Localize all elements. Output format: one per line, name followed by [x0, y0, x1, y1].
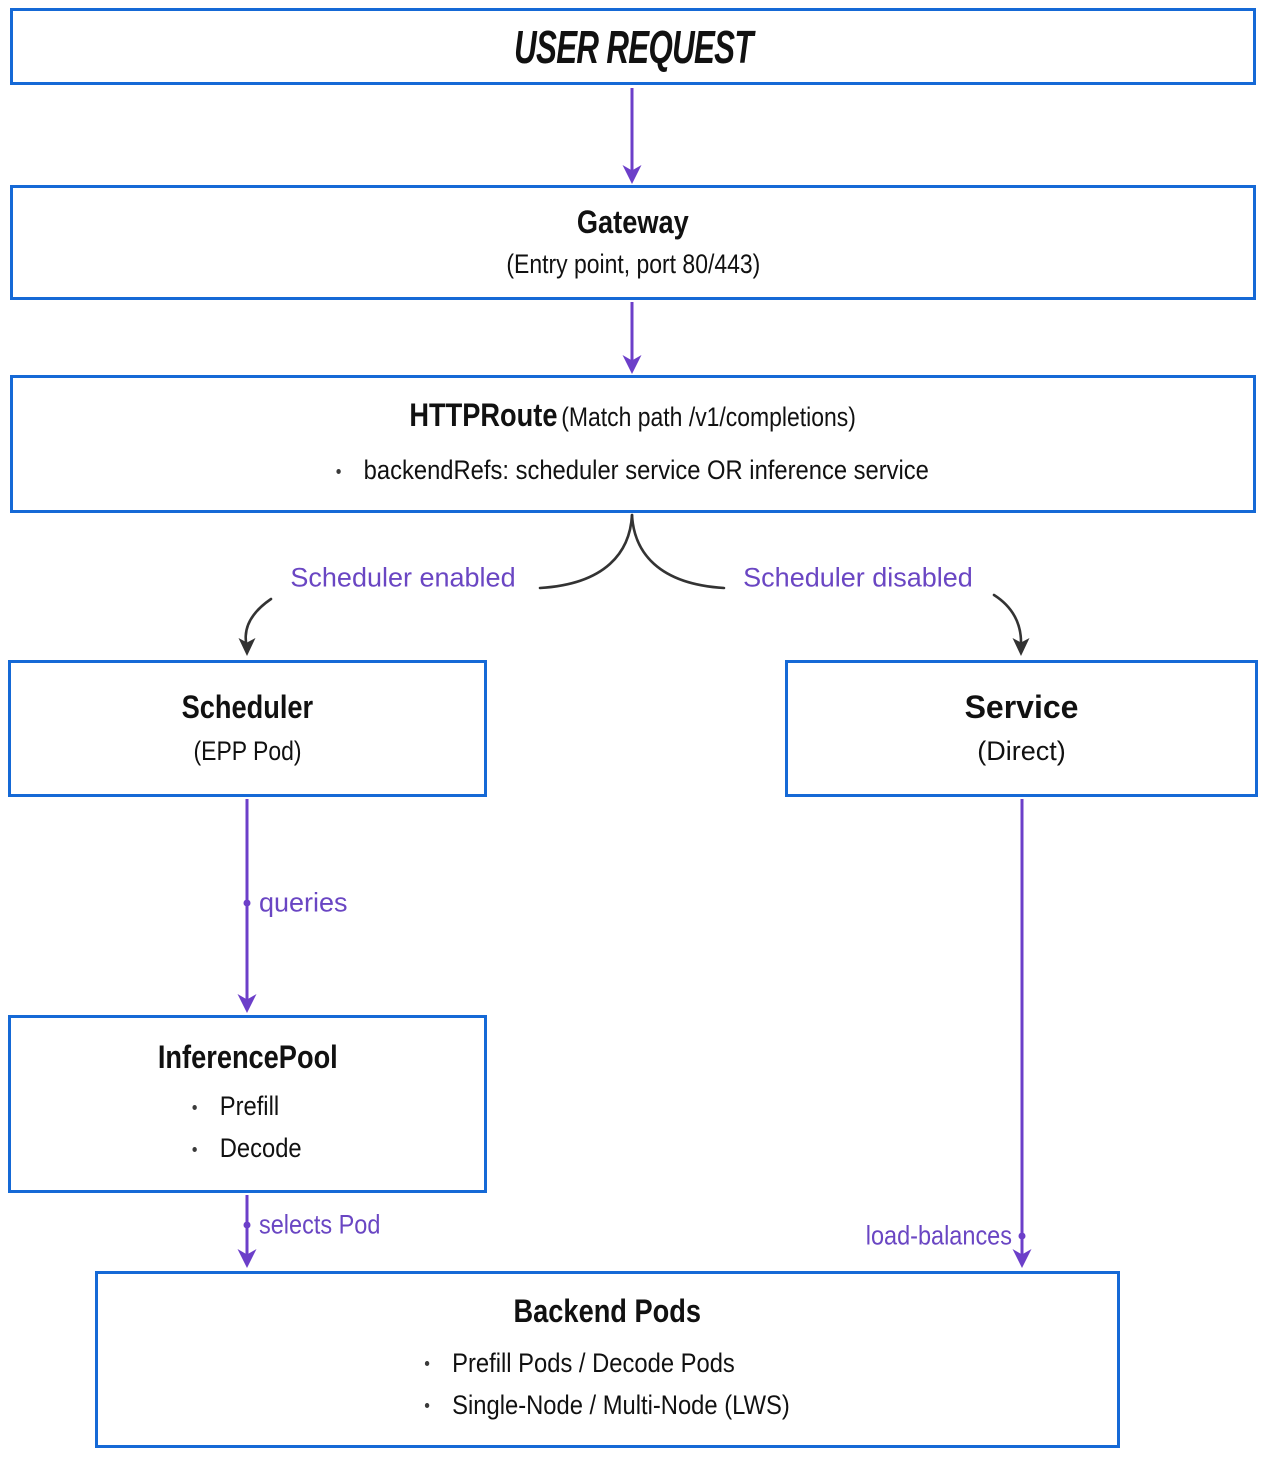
node-title: USER REQUEST: [513, 20, 753, 73]
node-title: HTTPRoute: [409, 396, 558, 433]
node-gateway: Gateway (Entry point, port 80/443): [10, 185, 1256, 300]
bullet-item: Single-Node / Multi-Node (LWS): [425, 1385, 790, 1427]
edge-label-anchor-dot: [243, 899, 251, 907]
bullet-item: Decode: [192, 1128, 303, 1170]
node-title: Service: [964, 689, 1079, 726]
arrowhead-down-icon: [622, 165, 642, 184]
bullet-dot-icon: [425, 1361, 430, 1367]
arrow-branch-to-service: [992, 593, 1030, 656]
bullet-dot-icon: [192, 1104, 198, 1110]
branch-curve-left: [538, 513, 634, 590]
node-scheduler: Scheduler (EPP Pod): [8, 660, 487, 797]
arrow-branch-to-scheduler: [238, 597, 273, 656]
node-backend-pods: Backend Pods Prefill Pods / Decode Pods …: [95, 1271, 1120, 1448]
edge-label-queries: queries: [259, 887, 348, 918]
node-subtitle: (EPP Pod): [193, 735, 302, 766]
arrow-scheduler-to-inferencepool: [237, 799, 257, 1013]
bullet-dot-icon: [425, 1403, 430, 1409]
arrowhead-down-icon: [237, 1249, 257, 1268]
bullet-dot-icon: [336, 468, 342, 474]
node-user-request: USER REQUEST: [10, 8, 1256, 85]
bullet-item: backendRefs: scheduler service OR infere…: [336, 450, 930, 492]
node-service: Service (Direct): [785, 660, 1258, 797]
edge-label-scheduler-disabled: Scheduler disabled: [743, 562, 973, 593]
node-subtitle: (Direct): [977, 735, 1066, 766]
bullet-text: backendRefs: scheduler service OR infere…: [364, 455, 930, 486]
bullet-item: Prefill Pods / Decode Pods: [425, 1343, 790, 1385]
bullet-text: Prefill: [220, 1091, 280, 1122]
bullet-dot-icon: [192, 1146, 198, 1152]
node-title: Backend Pods: [513, 1293, 702, 1330]
node-bullet-list: Prefill Decode: [192, 1086, 303, 1170]
arrowhead-down-icon: [238, 638, 256, 656]
branch-curve-right: [630, 513, 726, 590]
edge-label-anchor-dot: [243, 1221, 251, 1229]
arrowhead-down-icon: [1012, 638, 1030, 656]
branch-split-curves: [538, 513, 726, 590]
edge-label-anchor-dot: [1018, 1232, 1026, 1240]
node-title-note: (Match path /v1/completions): [561, 401, 857, 432]
bullet-text: Single-Node / Multi-Node (LWS): [452, 1389, 790, 1420]
node-inference-pool: InferencePool Prefill Decode: [8, 1015, 487, 1193]
bullet-text: Decode: [220, 1133, 303, 1164]
edge-label-load-balances: load-balances: [865, 1220, 1012, 1251]
edge-label-selects-pod: selects Pod: [259, 1209, 381, 1240]
node-subtitle: (Entry point, port 80/443): [506, 248, 760, 279]
arrow-inferencepool-to-backendpods: [237, 1195, 257, 1268]
arrow-gateway-to-httproute: [622, 302, 642, 374]
arrowhead-down-icon: [1012, 1249, 1032, 1268]
bullet-item: Prefill: [192, 1086, 302, 1128]
node-bullet-list: Prefill Pods / Decode Pods Single-Node /…: [425, 1343, 790, 1427]
edge-label-scheduler-enabled: Scheduler enabled: [290, 562, 516, 593]
arrow-service-to-backendpods: [1012, 799, 1032, 1268]
arrow-user-to-gateway: [622, 88, 642, 184]
bullet-text: Prefill Pods / Decode Pods: [452, 1347, 735, 1378]
node-httproute: HTTPRoute (Match path /v1/completions) b…: [10, 375, 1256, 513]
node-bullet-list: backendRefs: scheduler service OR infere…: [336, 450, 930, 492]
node-title: InferencePool: [157, 1038, 338, 1075]
arrowhead-down-icon: [622, 355, 642, 374]
node-title: Gateway: [577, 204, 689, 241]
node-title: Scheduler: [181, 689, 314, 726]
arrowhead-down-icon: [237, 994, 257, 1013]
